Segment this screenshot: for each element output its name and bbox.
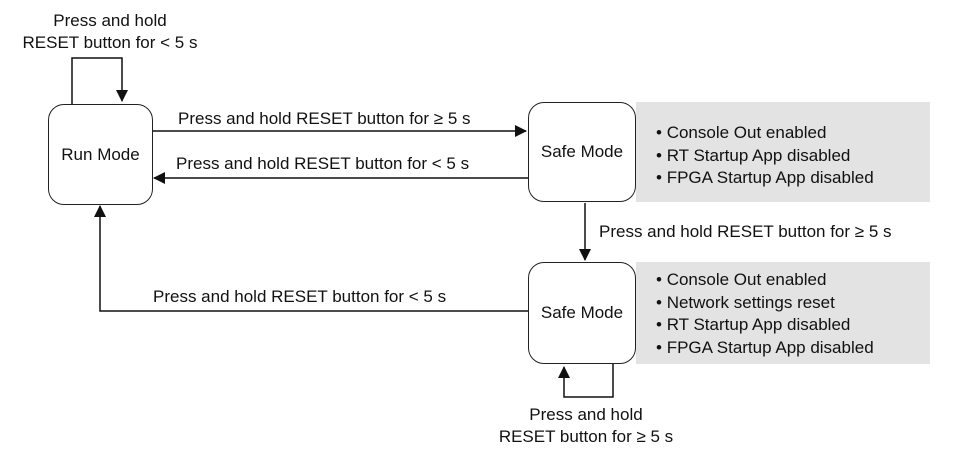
feature-item: Network settings reset (656, 292, 874, 315)
safe-mode-1-label: Safe Mode (540, 142, 624, 161)
safe-mode-1-state: Safe Mode (528, 102, 636, 202)
run-self-loop-arrow (71, 57, 128, 104)
safe2-to-run-arrow (94, 205, 528, 312)
run-self-loop-label: Press and hold RESET button for < 5 s (22, 11, 198, 52)
feature-item: Console Out enabled (656, 122, 874, 145)
safe-mode-2-state: Safe Mode (528, 262, 636, 364)
safe2-to-run-label: Press and hold RESET button for < 5 s (153, 287, 447, 306)
safe2-self-loop-arrow (558, 364, 614, 398)
safe-mode-2-label: Safe Mode (540, 303, 624, 322)
feature-item: RT Startup App disabled (656, 314, 874, 337)
safe2-self-loop-label: Press and hold RESET button for ≥ 5 s (498, 405, 674, 446)
run-to-safe1-label: Press and hold RESET button for ≥ 5 s (178, 109, 471, 128)
feature-item: RT Startup App disabled (656, 145, 874, 168)
safe-mode-2-feature-list: Console Out enabled Network settings res… (656, 269, 874, 359)
safe-mode-2-panel: Console Out enabled Network settings res… (636, 262, 930, 364)
feature-item: FPGA Startup App disabled (656, 167, 874, 190)
feature-item: FPGA Startup App disabled (656, 337, 874, 360)
run-mode-state: Run Mode (48, 104, 153, 205)
safe1-to-run-label: Press and hold RESET button for < 5 s (176, 154, 470, 173)
run-mode-label: Run Mode (61, 144, 140, 164)
safe1-to-safe2-label: Press and hold RESET button for ≥ 5 s (599, 222, 892, 241)
safe-mode-1-feature-list: Console Out enabled RT Startup App disab… (656, 122, 874, 190)
safe-mode-1-panel: Console Out enabled RT Startup App disab… (636, 102, 930, 202)
feature-item: Console Out enabled (656, 269, 874, 292)
